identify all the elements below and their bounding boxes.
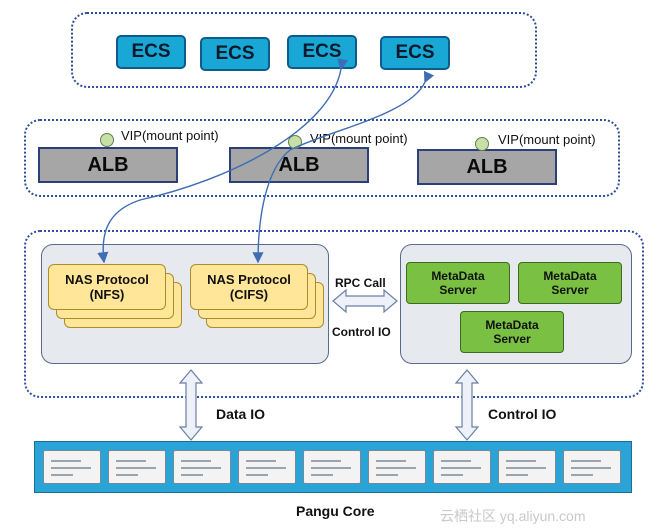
disk-icon: [303, 450, 361, 484]
vip-endpoint-3: [475, 137, 489, 151]
alb-label: ALB: [466, 155, 508, 178]
nas-cifs-node: NAS Protocol (CIFS): [190, 264, 308, 310]
nas-cifs-type: (CIFS): [229, 287, 269, 302]
ecs-label: ECS: [395, 42, 435, 63]
control-io-label: Control IO: [488, 406, 557, 422]
disk-icon: [173, 450, 231, 484]
rpc-double-arrow: [332, 288, 398, 314]
metadata-server-2: MetaData Server: [518, 262, 622, 304]
rpc-control-io-label: Control IO: [332, 325, 391, 339]
pangu-storage-bar: [34, 441, 632, 493]
vip-label-3: VIP(mount point): [498, 132, 596, 147]
metadata-label: Server: [493, 332, 531, 346]
alb-node-3: ALB: [417, 149, 557, 185]
data-io-label: Data IO: [216, 406, 266, 422]
disk-icon: [498, 450, 556, 484]
ecs-to-nfs-connector: [97, 58, 349, 264]
control-io-arrow: [454, 369, 480, 441]
nas-nfs-node: NAS Protocol (NFS): [48, 264, 166, 310]
ecs-node-1: ECS: [116, 35, 186, 69]
metadata-label: Server: [551, 283, 589, 297]
nas-nfs-name: NAS Protocol: [65, 272, 149, 287]
disk-icon: [433, 450, 491, 484]
ecs-label: ECS: [131, 41, 171, 62]
metadata-label: MetaData: [431, 269, 485, 283]
disk-icon: [368, 450, 426, 484]
disk-icon: [108, 450, 166, 484]
metadata-label: Server: [439, 283, 477, 297]
disk-icon: [563, 450, 621, 484]
ecs-node-4: ECS: [380, 36, 450, 70]
ecs-label: ECS: [302, 41, 342, 62]
rpc-call-label: RPC Call: [335, 276, 386, 290]
nas-nfs-type: (NFS): [89, 287, 125, 302]
disk-icon: [43, 450, 101, 484]
ecs-to-cifs-connector: [252, 70, 435, 264]
metadata-server-3: MetaData Server: [460, 311, 564, 353]
nas-cifs-name: NAS Protocol: [207, 272, 291, 287]
watermark: 云栖社区 yq.aliyun.com: [440, 508, 586, 524]
data-io-arrow: [178, 369, 204, 441]
metadata-server-1: MetaData Server: [406, 262, 510, 304]
pangu-core-label: Pangu Core: [296, 503, 375, 519]
disk-icon: [238, 450, 296, 484]
metadata-label: MetaData: [543, 269, 597, 283]
metadata-label: MetaData: [485, 318, 539, 332]
